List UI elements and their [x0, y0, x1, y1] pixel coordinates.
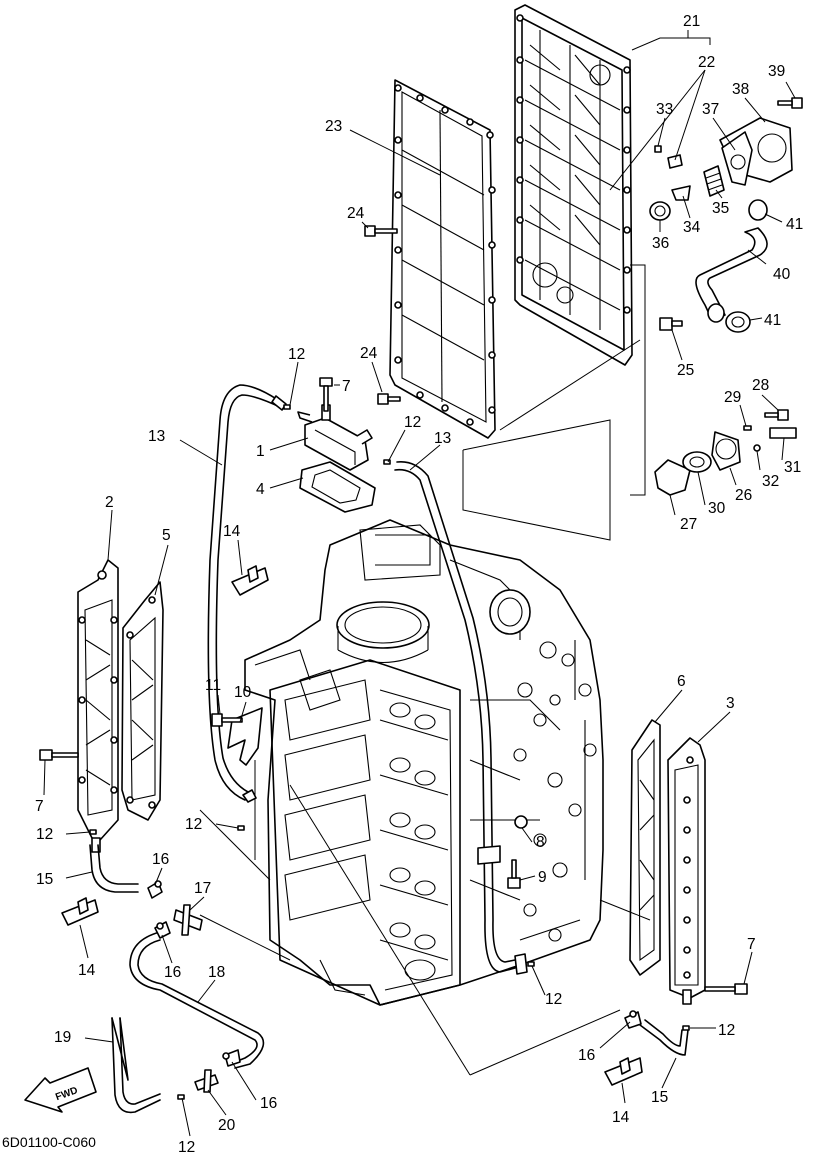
callout-16-d: 16: [578, 1047, 595, 1064]
bolt-group: [39, 97, 803, 995]
callout-labels: 21 22 23 24 24 33 37 38 39 34 35 36 41 4…: [35, 13, 803, 1153]
callout-12-hose: 12: [404, 414, 421, 431]
hose-13-left: [207, 384, 287, 803]
callout-34: 34: [683, 219, 701, 236]
callout-41-bottom: 41: [764, 312, 781, 329]
callout-23: 23: [325, 118, 342, 135]
part-1-fitting: [297, 404, 373, 471]
callout-15-right: 15: [651, 1089, 668, 1106]
callout-19: 19: [54, 1029, 71, 1046]
callout-20: 20: [218, 1117, 236, 1134]
hose-19: [111, 1017, 161, 1114]
callout-7-left: 7: [35, 798, 44, 815]
callout-11: 11: [205, 677, 221, 694]
holder-14-group: [61, 565, 643, 1086]
callout-37: 37: [702, 101, 719, 118]
callout-25: 25: [677, 362, 694, 379]
callout-7-right: 7: [747, 936, 756, 953]
gasket-23: [389, 79, 496, 439]
part-3-cover: [667, 737, 706, 1005]
callout-14-right: 14: [612, 1109, 630, 1126]
callout-28: 28: [752, 377, 769, 394]
clamp-16-group: [147, 880, 642, 1067]
callout-24-top: 24: [347, 205, 365, 222]
callout-12-mid: 12: [185, 816, 202, 833]
callout-1: 1: [256, 443, 265, 460]
hose-13-right: [394, 460, 528, 975]
part-4-gasket: [299, 461, 376, 513]
water-outlet-parts: [649, 117, 793, 333]
hose-15-left: [89, 844, 139, 893]
exhaust-outer-cover-21: [514, 4, 633, 366]
callout-12-left: 12: [36, 826, 53, 843]
part-20-joint: [194, 1069, 219, 1093]
callout-21: 21: [683, 13, 700, 30]
part-5-gasket: [121, 581, 164, 821]
callout-16-b: 16: [164, 964, 181, 981]
callout-16-a: 16: [152, 851, 169, 868]
part-6-gasket: [629, 719, 661, 976]
callout-18: 18: [208, 964, 225, 981]
callout-39: 39: [768, 63, 785, 80]
callout-5: 5: [162, 527, 171, 544]
thermostat-parts: [654, 431, 761, 496]
callout-13-left: 13: [148, 428, 165, 445]
part-2-cover: [77, 559, 119, 853]
callout-35: 35: [712, 200, 729, 217]
callout-14-left: 14: [78, 962, 96, 979]
callout-33: 33: [656, 101, 673, 118]
callout-38: 38: [732, 81, 749, 98]
callout-30: 30: [708, 500, 726, 517]
callout-15-left: 15: [36, 871, 53, 888]
callout-32: 32: [762, 473, 779, 490]
clip-12-group: [89, 404, 690, 1100]
fwd-arrow-badge: FWD: [24, 1067, 97, 1113]
callout-leaders: [43, 30, 796, 1137]
callout-16-c: 16: [260, 1095, 277, 1112]
hose-18: [129, 931, 265, 1069]
callout-40: 40: [773, 266, 791, 283]
callout-36: 36: [652, 235, 669, 252]
callout-9: 9: [538, 869, 547, 886]
bracket-10: [227, 707, 263, 766]
callout-2: 2: [105, 494, 114, 511]
callout-41-top: 41: [786, 216, 803, 233]
callout-12-right: 12: [718, 1022, 735, 1039]
hose-15-right: [639, 1019, 689, 1056]
callout-24-mid: 24: [360, 345, 378, 362]
callout-6: 6: [677, 673, 686, 690]
callout-7-top: 7: [342, 378, 351, 395]
guide-lines: [199, 264, 651, 1076]
callout-13-right: 13: [434, 430, 451, 447]
callout-4: 4: [256, 481, 265, 498]
callout-14-top: 14: [223, 523, 241, 540]
part-17-joint: [173, 904, 203, 936]
callout-22: 22: [698, 54, 715, 71]
callout-8: 8: [536, 834, 545, 851]
drawing-code: 6D01100-C060: [2, 1134, 96, 1150]
callout-27: 27: [680, 516, 697, 533]
cylinder-block: [244, 519, 604, 1006]
callout-3: 3: [726, 695, 735, 712]
callout-12-center: 12: [545, 991, 562, 1008]
callout-31: 31: [784, 459, 801, 476]
callout-29: 29: [724, 389, 741, 406]
callout-17: 17: [194, 880, 211, 897]
callout-26: 26: [735, 487, 752, 504]
callout-12-bottom: 12: [178, 1139, 195, 1153]
callout-12-top: 12: [288, 346, 305, 363]
callout-10: 10: [234, 684, 252, 701]
